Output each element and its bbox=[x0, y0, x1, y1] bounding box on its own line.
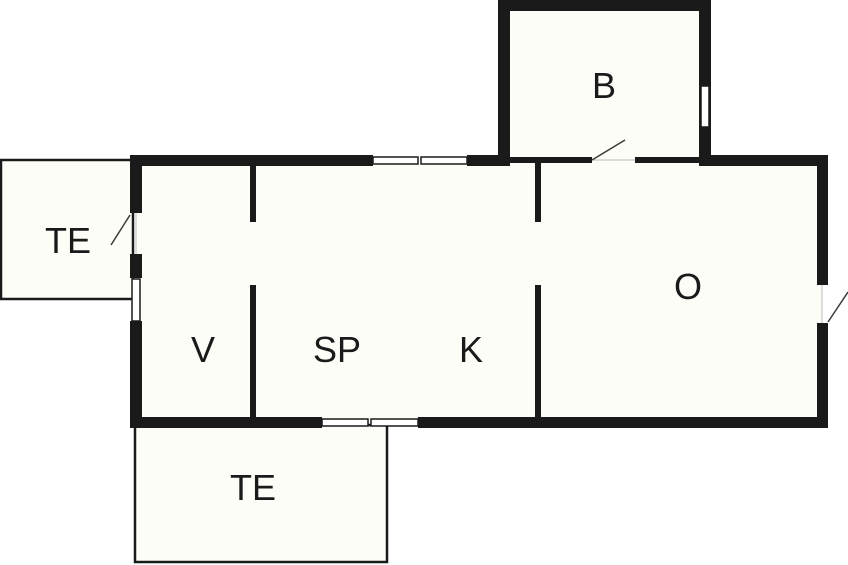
label-sp: SP bbox=[313, 329, 361, 370]
wall-main-left-mid bbox=[130, 254, 142, 278]
wall-k-o-top bbox=[535, 163, 541, 222]
label-te-left: TE bbox=[45, 220, 91, 261]
room-labels: TE TE V SP K O B bbox=[45, 65, 702, 508]
window-left bbox=[131, 278, 141, 322]
label-v: V bbox=[191, 329, 215, 370]
label-te-bottom: TE bbox=[230, 467, 276, 508]
wall-main-top-left bbox=[130, 155, 373, 166]
door-b bbox=[591, 139, 635, 161]
wall-k-o-bottom bbox=[535, 285, 541, 418]
wall-main-top-right bbox=[699, 155, 828, 166]
interior-walls bbox=[250, 163, 541, 418]
wall-b-left bbox=[498, 0, 510, 165]
wall-main-right-top bbox=[817, 155, 828, 285]
wall-main-left-bottom bbox=[130, 321, 142, 428]
wall-main-right-bottom bbox=[817, 323, 828, 428]
wall-v-sp-bottom bbox=[250, 285, 256, 418]
window-top-1 bbox=[372, 156, 419, 165]
window-top-2 bbox=[420, 156, 468, 165]
doors bbox=[110, 139, 848, 323]
door-o-right bbox=[821, 285, 848, 323]
floor-te-bottom bbox=[133, 423, 389, 564]
floor-te-left bbox=[0, 158, 135, 301]
window-bottom-1 bbox=[321, 418, 369, 427]
wall-b-bottom-right bbox=[635, 157, 699, 163]
wall-main-top-mid bbox=[467, 155, 510, 166]
wall-main-left-top bbox=[130, 155, 142, 213]
wall-b-right bbox=[699, 0, 711, 165]
windows bbox=[131, 85, 710, 427]
label-o: O bbox=[674, 266, 702, 307]
label-b: B bbox=[592, 65, 616, 106]
wall-b-bottom-left bbox=[510, 157, 592, 163]
wall-main-bottom-right bbox=[418, 417, 828, 428]
label-k: K bbox=[459, 329, 483, 370]
window-bottom-2 bbox=[370, 418, 419, 427]
window-b-right bbox=[700, 85, 710, 128]
wall-b-top bbox=[498, 0, 711, 11]
floor-b bbox=[503, 5, 706, 160]
wall-v-sp-top bbox=[250, 166, 256, 222]
floor-areas bbox=[0, 5, 823, 564]
door-te-left bbox=[110, 213, 137, 254]
wall-main-bottom-left bbox=[130, 417, 322, 428]
floor-main bbox=[135, 160, 823, 423]
